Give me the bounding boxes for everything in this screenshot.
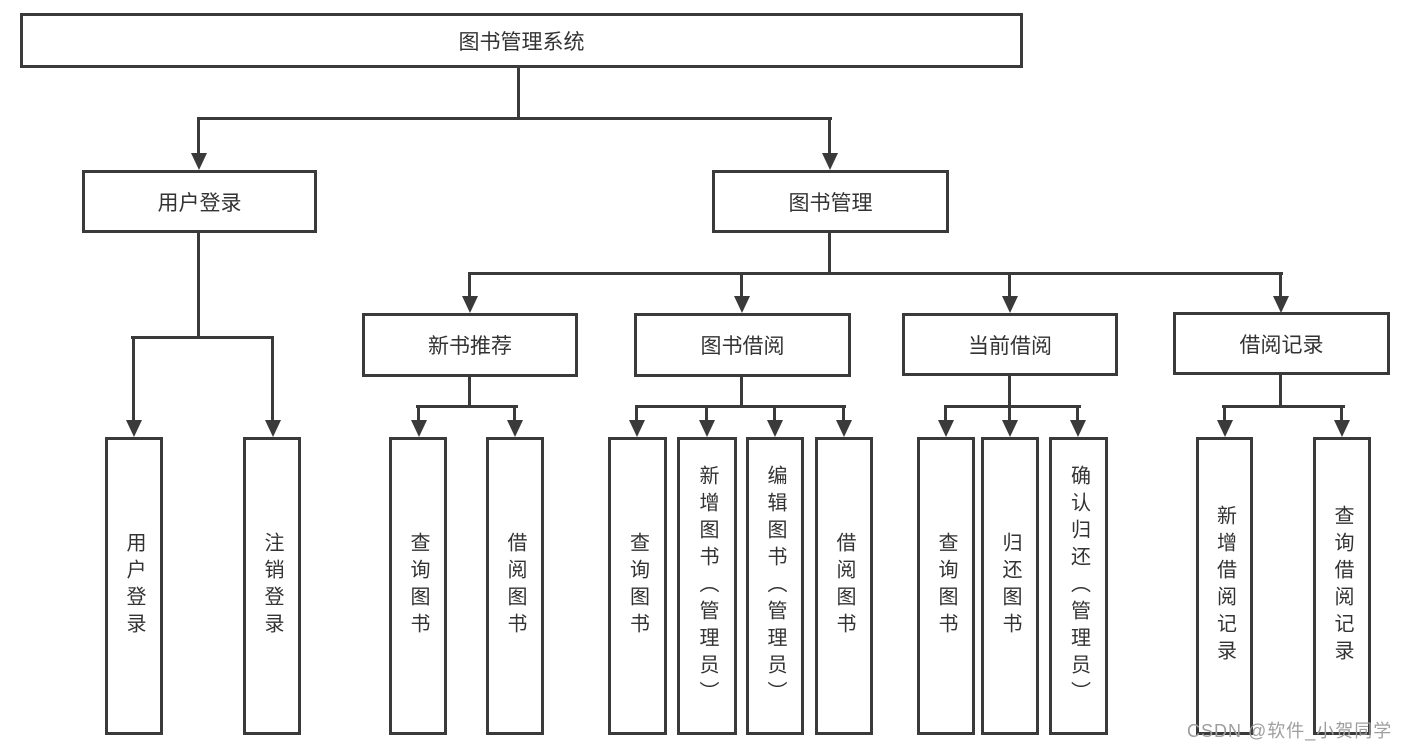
leaf-label: 新增借阅记录 <box>1213 505 1236 667</box>
node-new-book-recommend: 新书推荐 <box>362 313 578 377</box>
arrowhead-borrow-records <box>1273 296 1289 313</box>
arrowhead-new-book <box>462 296 478 313</box>
connector-book-borrow-crossbar <box>635 405 846 408</box>
connector-current-borrow-stem <box>1008 376 1011 407</box>
csdn-watermark: CSDN @软件_小贺同学 <box>1187 721 1393 741</box>
arrowhead-nb-query <box>411 420 427 437</box>
connector-new-book-crossbar <box>416 405 518 408</box>
leaf-label: 确认归还（管理员） <box>1067 464 1090 708</box>
arrowhead-cb-confirm <box>1070 420 1086 437</box>
arrowhead-br-query <box>1334 420 1350 437</box>
leaf-query-books-borrow: 查询图书 <box>608 437 667 735</box>
connector-user-login-crossbar <box>131 336 274 339</box>
connector-drop-user-login <box>197 117 200 155</box>
arrowhead-cb-return <box>1002 420 1018 437</box>
connector-current-borrow-crossbar <box>944 405 1081 408</box>
connector-book-mgmt-crossbar <box>468 272 1283 275</box>
arrowhead-bb-borrow <box>836 420 852 437</box>
connector-borrow-records-crossbar <box>1222 405 1345 408</box>
leaf-label: 查询借阅记录 <box>1331 505 1353 667</box>
node-label: 图书借阅 <box>700 335 785 358</box>
arrowhead-book-management <box>822 153 838 170</box>
leaf-query-books-current: 查询图书 <box>917 437 975 735</box>
connector-drop-bb-borrow <box>842 405 845 422</box>
leaf-label: 借阅图书 <box>833 532 855 640</box>
connector-drop-br-query <box>1340 405 1343 422</box>
leaf-label: 归还图书 <box>999 532 1021 640</box>
node-library-management-system: 图书管理系统 <box>20 13 1023 68</box>
leaf-add-borrow-record: 新增借阅记录 <box>1196 437 1253 735</box>
node-label: 用户登录 <box>157 191 242 215</box>
node-borrow-records: 借阅记录 <box>1173 312 1390 375</box>
connector-drop-nb-borrow <box>513 405 516 422</box>
leaf-borrow-books-recommend: 借阅图书 <box>486 437 544 735</box>
connector-book-mgmt-stem <box>828 233 831 275</box>
connector-drop-br-add <box>1223 405 1226 422</box>
connector-borrow-records-stem <box>1279 375 1282 407</box>
arrowhead-br-add <box>1217 420 1233 437</box>
connector-root-stem <box>517 68 520 120</box>
connector-drop-cb-confirm <box>1076 405 1079 422</box>
leaf-add-books-admin: 新增图书（管理员） <box>677 437 737 735</box>
leaf-confirm-return-admin: 确认归还（管理员） <box>1049 437 1108 735</box>
connector-drop-bb-edit <box>773 405 776 422</box>
connector-user-login-stem <box>197 233 200 337</box>
leaf-label: 注销登录 <box>261 532 283 640</box>
connector-drop-nb-query <box>417 405 420 422</box>
leaf-return-books: 归还图书 <box>981 437 1039 735</box>
node-book-borrow: 图书借阅 <box>634 313 851 377</box>
arrowhead-leaf-user-login <box>126 420 142 437</box>
connector-new-book-stem <box>468 377 471 407</box>
leaf-label: 查询图书 <box>935 532 957 640</box>
connector-drop-leaf-user-login <box>132 336 135 422</box>
node-label: 图书管理 <box>788 191 873 215</box>
leaf-edit-books-admin: 编辑图书（管理员） <box>746 437 804 735</box>
connector-drop-bb-query <box>635 405 638 422</box>
connector-drop-book-management <box>828 117 831 155</box>
arrowhead-bb-add <box>699 420 715 437</box>
arrowhead-book-borrow <box>734 296 750 313</box>
arrowhead-cb-query <box>938 420 954 437</box>
leaf-logout-login: 注销登录 <box>243 437 301 735</box>
arrowhead-current-borrow <box>1002 296 1018 313</box>
arrowhead-bb-query <box>629 420 645 437</box>
connector-drop-cb-return <box>1008 405 1011 422</box>
connector-book-borrow-stem <box>740 377 743 407</box>
arrowhead-nb-borrow <box>507 420 523 437</box>
leaf-label: 编辑图书（管理员） <box>764 464 786 708</box>
leaf-query-borrow-record: 查询借阅记录 <box>1313 437 1371 735</box>
connector-drop-leaf-logout <box>271 336 274 422</box>
node-label: 图书管理系统 <box>458 30 585 54</box>
arrowhead-leaf-logout <box>265 420 281 437</box>
connector-drop-cb-query <box>944 405 947 422</box>
leaf-query-books-recommend: 查询图书 <box>389 437 447 735</box>
node-book-management: 图书管理 <box>712 170 949 233</box>
connector-drop-borrow-records <box>1279 272 1282 298</box>
arrowhead-user-login <box>191 153 207 170</box>
node-current-borrow: 当前借阅 <box>902 313 1118 376</box>
connector-drop-book-borrow <box>740 272 743 298</box>
node-user-login: 用户登录 <box>82 170 317 233</box>
arrowhead-bb-edit <box>767 420 783 437</box>
connector-drop-current-borrow <box>1008 272 1011 298</box>
leaf-borrow-books: 借阅图书 <box>815 437 873 735</box>
leaf-label: 新增图书（管理员） <box>696 464 718 708</box>
leaf-label: 查询图书 <box>626 532 649 640</box>
connector-drop-bb-add <box>705 405 708 422</box>
connector-drop-new-book <box>468 272 471 298</box>
node-label: 当前借阅 <box>968 334 1052 358</box>
leaf-label: 用户登录 <box>123 532 145 640</box>
node-label: 借阅记录 <box>1239 333 1324 357</box>
node-label: 新书推荐 <box>428 335 512 358</box>
leaf-label: 借阅图书 <box>504 532 526 640</box>
leaf-user-login: 用户登录 <box>105 437 163 735</box>
connector-root-crossbar <box>197 117 832 120</box>
leaf-label: 查询图书 <box>407 532 429 640</box>
